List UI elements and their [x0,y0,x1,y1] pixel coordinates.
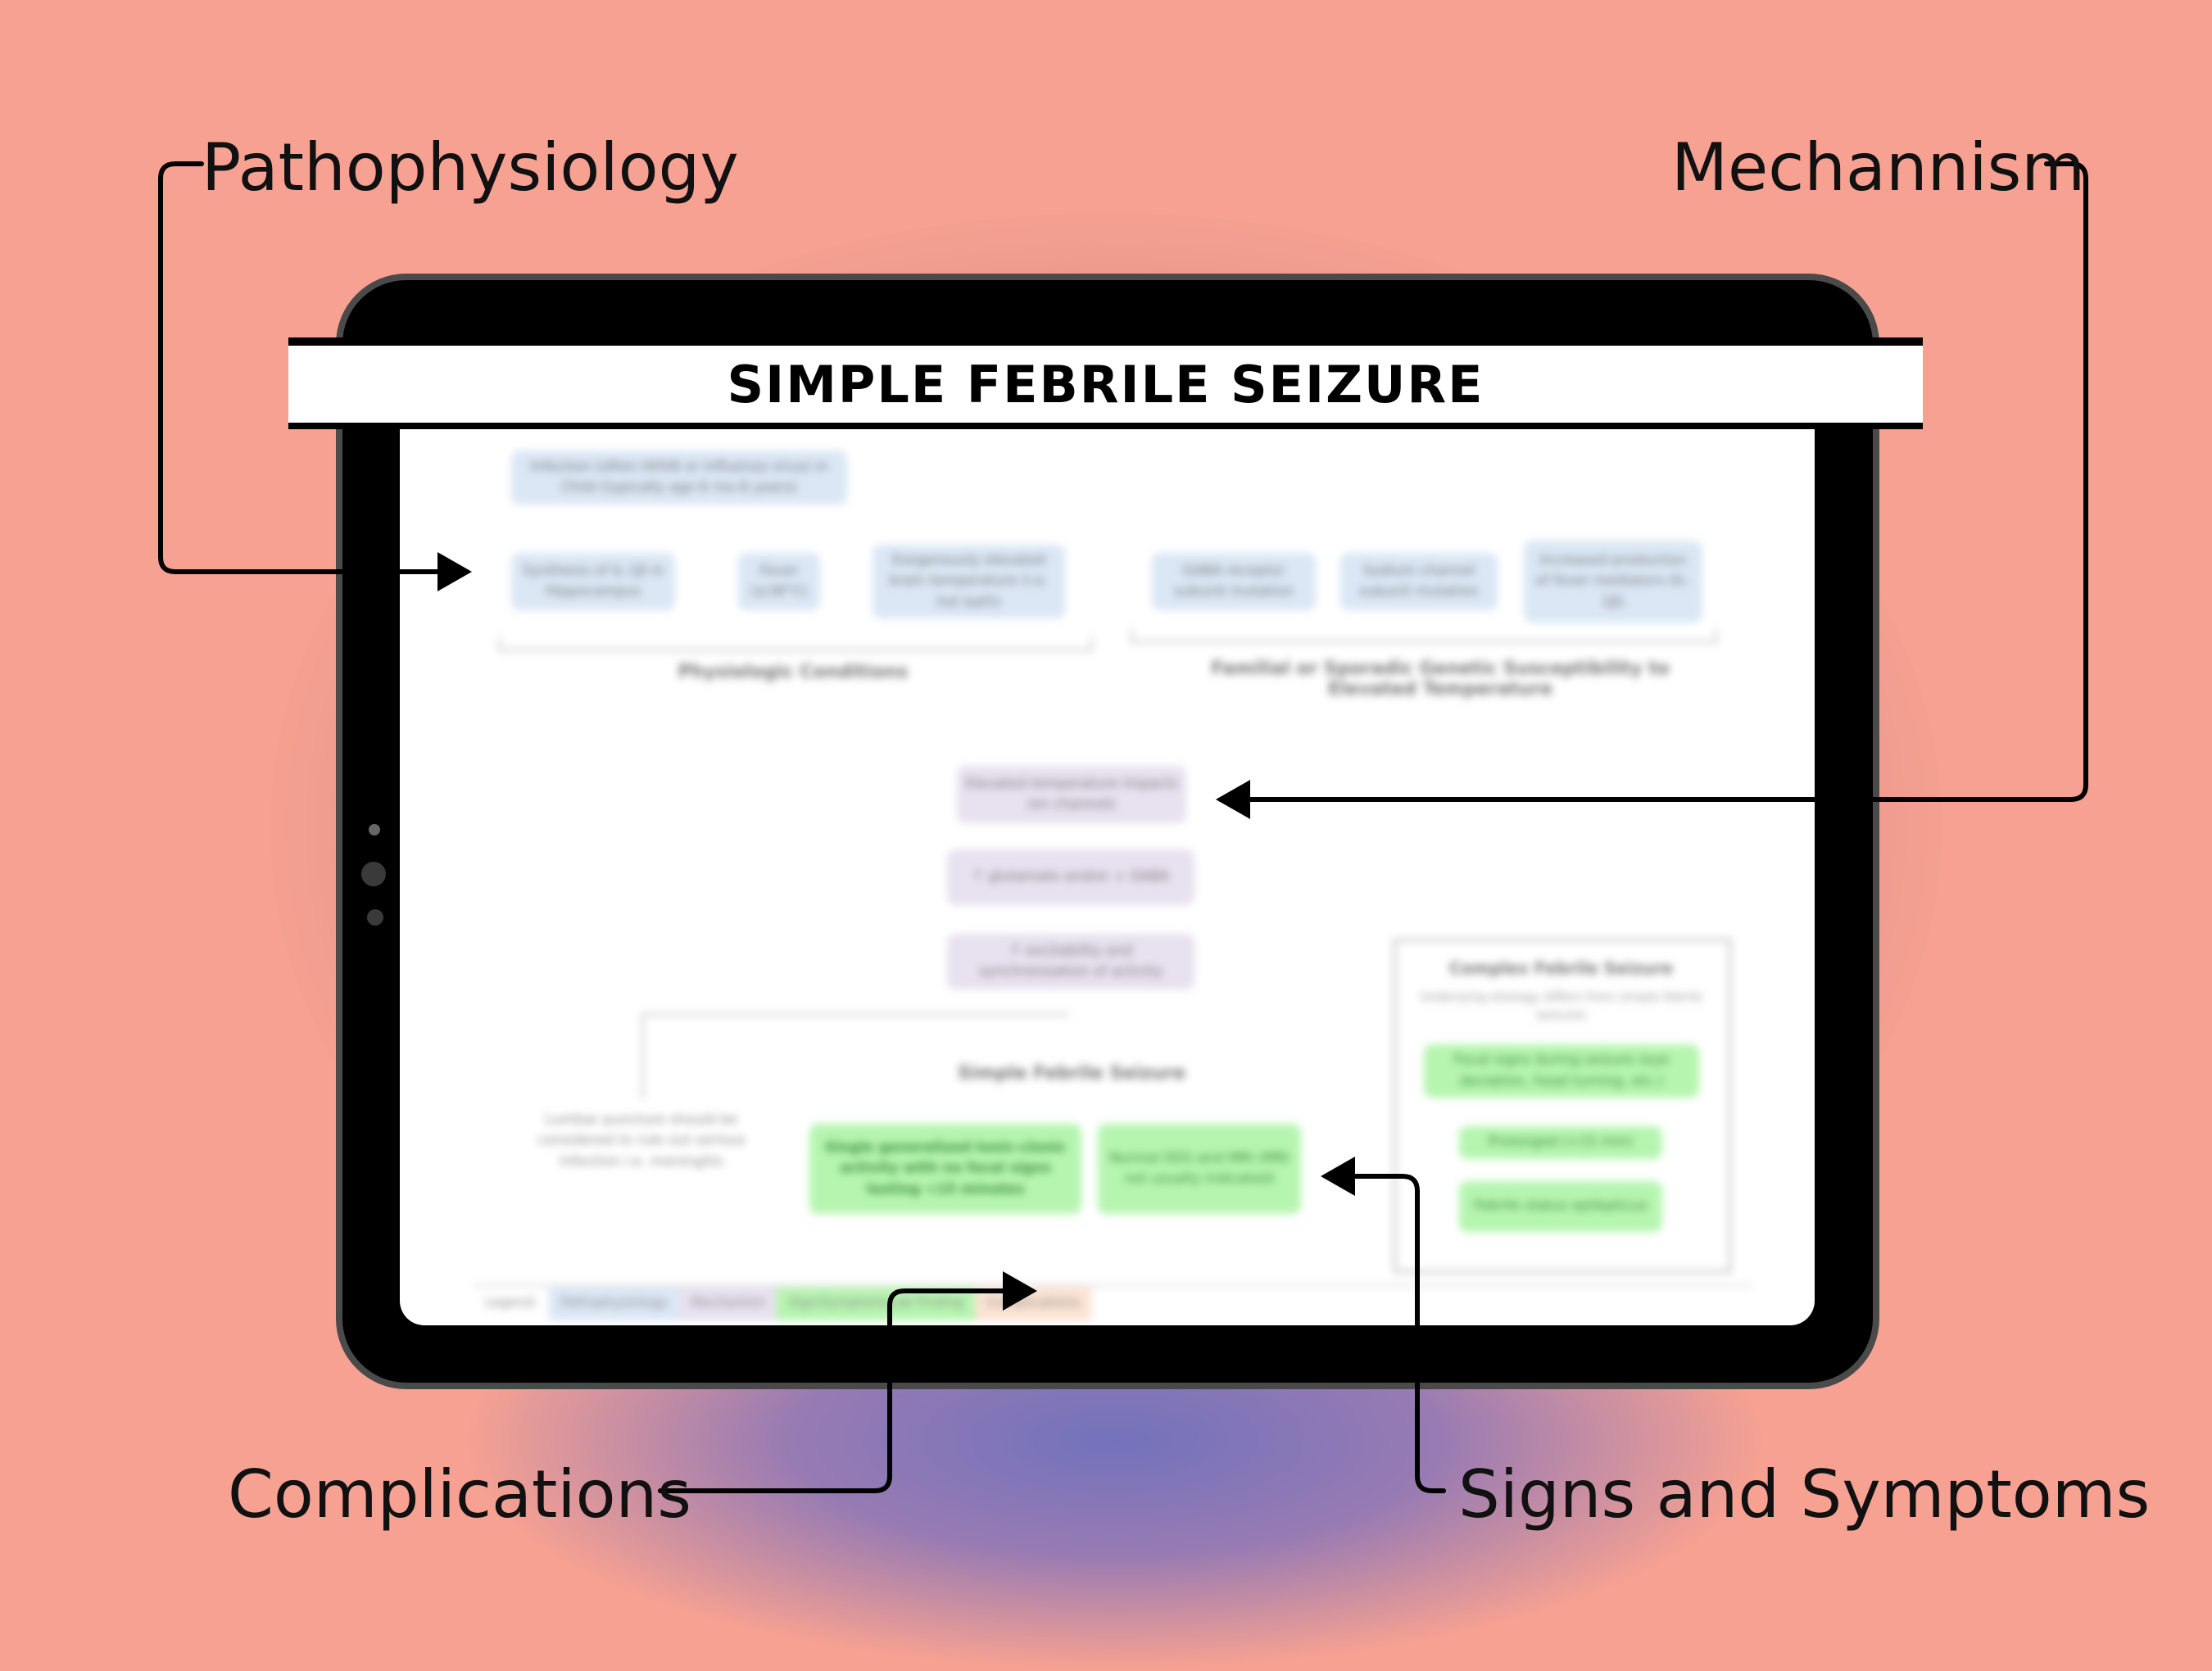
lumbar-note: Lumbar puncture should be considered to … [537,1111,746,1170]
sensor-icon [367,909,383,926]
volume-button [463,274,527,282]
infection-box: Infection (often HHV6 or influenza virus… [511,451,847,505]
label-physiologic: Physiologic Conditions [678,662,909,682]
complex-panel [1394,939,1731,1273]
title-banner: SIMPLE FEBRILE SEIZURE [288,337,1923,429]
mech-box: ↑ excitability and synchronization of ac… [947,934,1194,989]
arrow-mechanism [1216,161,2088,819]
arrow-pathophysiology [158,161,472,591]
path-box: Fever (≥38°C) [738,553,820,610]
tablet-screen: Infection (often HHV6 or influenza virus… [400,418,1815,1325]
mech-box: ↑ glutamate and/or ↓ GABA [947,849,1194,905]
callout-signs: Signs and Symptoms [1458,1456,2151,1533]
label-simple: Simple Febrile Seizure [957,1063,1186,1084]
callout-mechanism: Mechannism [1671,129,2086,206]
complex-sub: Underlying etiology differs from simple … [1419,989,1703,1023]
path-box: Exogenously elevated brain temperature (… [873,545,1065,618]
legend-item: Sign/Symptom/Lab Finding [777,1288,976,1320]
connector [641,1013,644,1099]
mech-box: Elevated temperature impacts ion channel… [957,766,1186,823]
page-title: SIMPLE FEBRILE SEIZURE [727,354,1484,414]
sign-box: Normal EEG and MRI (MRI not usually indi… [1098,1124,1301,1214]
complex-box: Febrile status epilepticus [1459,1181,1662,1232]
volume-button [539,274,603,282]
callout-pathophysiology: Pathophysiology [202,129,739,206]
legend-label: Legend: [474,1288,550,1320]
sign-box: Single generalized tonic-clonic activity… [809,1124,1081,1214]
complex-box: Prolonged (>15 min) [1459,1126,1662,1159]
arrow-signs [1321,1157,1446,1493]
blurred-concept-map: Infection (often HHV6 or influenza virus… [400,418,1815,1325]
bracket [498,637,1093,651]
arrow-complications [658,1271,1037,1493]
legend-item: Mechanism [679,1288,777,1320]
complex-box: Focal signs during seizure (eye deviatio… [1424,1044,1699,1098]
callout-complications: Complications [228,1456,691,1533]
bracket [1131,629,1717,643]
path-box: Synthesis of IL-1β in Hippocampus [511,553,675,610]
legend-item: Pathophysiology [549,1288,680,1320]
complex-title: Complex Febrile Seizure [1449,958,1673,978]
home-sensor-icon [361,862,386,886]
connector [641,1013,1069,1016]
label-genetic: Familial or Sporadic Genetic Susceptibil… [1211,659,1670,700]
genetic-box: GABA receptor subunit mutation [1152,553,1316,610]
genetic-box: Sodium channel subunit mutation [1340,553,1498,610]
legend-divider [474,1284,1752,1287]
camera-icon [369,824,380,836]
genetic-box: Increased production of fever mediators … [1524,541,1702,623]
